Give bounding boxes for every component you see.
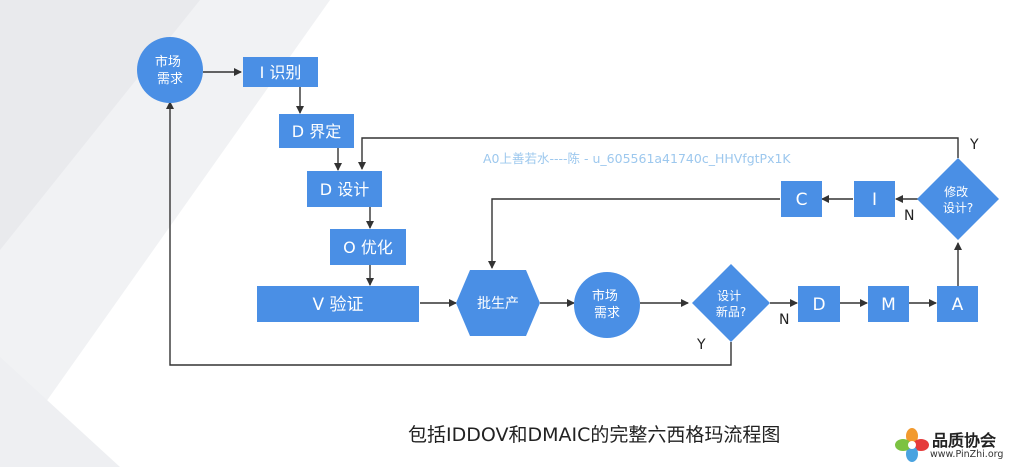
svg-text:I 识别: I 识别 <box>260 63 302 82</box>
node-design: D 设计 <box>307 171 382 207</box>
node-new-product-decision: 设计 新品? <box>692 264 770 342</box>
node-m: M <box>868 286 909 322</box>
node-a: A <box>937 286 978 322</box>
svg-text:I: I <box>872 190 877 210</box>
svg-text:M: M <box>881 295 896 315</box>
label-modify-yes: Y <box>969 137 979 153</box>
svg-text:D 设计: D 设计 <box>320 180 369 199</box>
svg-text:D: D <box>812 295 825 315</box>
edge-c-batch <box>488 198 780 269</box>
background-shape-bottom <box>0 357 120 467</box>
svg-text:O 优化: O 优化 <box>343 238 393 257</box>
label-new-no: N <box>779 312 789 328</box>
node-c: C <box>781 181 822 217</box>
newproduct-line1: 设计 <box>717 289 741 303</box>
node-modify-decision: 修改 设计? <box>917 158 999 240</box>
newproduct-line2: 新品? <box>716 304 746 319</box>
edges <box>166 68 962 366</box>
node-i: I <box>854 181 895 217</box>
flower-logo-icon <box>895 428 929 462</box>
modify-line1: 修改 <box>944 184 968 199</box>
market1-line2: 需求 <box>157 72 183 87</box>
node-optimize: O 优化 <box>330 229 406 265</box>
svg-text:V 验证: V 验证 <box>312 295 363 315</box>
svg-text:修改 设计?: 修改 设计? <box>943 184 973 215</box>
svg-text:设计 新品?: 设计 新品? <box>716 289 746 319</box>
node-define: D 界定 <box>279 114 354 148</box>
svg-text:D 界定: D 界定 <box>292 122 341 141</box>
market1-line1: 市场 <box>155 54 181 70</box>
svg-text:批生产: 批生产 <box>477 296 519 312</box>
label-modify-no: N <box>904 208 914 224</box>
svg-text:市场 需求: 市场 需求 <box>155 54 185 87</box>
market2-line2: 需求 <box>594 306 620 321</box>
node-identify: I 识别 <box>243 57 318 87</box>
svg-text:C: C <box>796 190 808 210</box>
logo-name: 品质协会 <box>932 431 997 450</box>
svg-text:市场 需求: 市场 需求 <box>592 288 622 321</box>
watermark-text: A0上善若水----陈 - u_605561a41740c_HHVfgtPx1K <box>483 151 791 166</box>
diagram-caption: 包括IDDOV和DMAIC的完整六西格玛流程图 <box>408 424 781 446</box>
node-verify: V 验证 <box>257 286 419 322</box>
brand-logo: 品质协会 www.PinZhi.org <box>892 425 1016 465</box>
modify-line2: 设计? <box>943 201 973 215</box>
node-market1: 市场 需求 <box>137 37 203 103</box>
node-d: D <box>798 286 840 322</box>
svg-text:A: A <box>952 295 964 315</box>
node-batch: 批生产 <box>456 270 540 336</box>
edge-newproduct-market1 <box>166 101 732 366</box>
edge-modify-design <box>358 137 959 170</box>
node-market2: 市场 需求 <box>574 272 640 338</box>
label-new-yes: Y <box>696 337 706 353</box>
market2-line1: 市场 <box>592 288 618 304</box>
logo-url: www.PinZhi.org <box>930 449 1004 460</box>
